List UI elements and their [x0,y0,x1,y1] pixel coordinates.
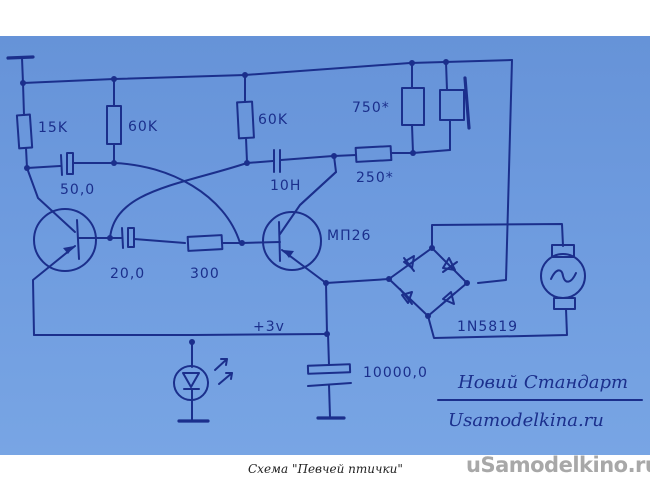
wire [411,124,414,154]
wire [333,154,357,157]
label-c4: 10000,0 [363,365,428,381]
light-emission-icon [214,358,233,385]
q1-collector-wire [26,167,76,233]
label-c2: 10H [270,178,301,194]
diode-icon [399,288,413,305]
label-supply: +3v [253,319,285,335]
wire [328,384,331,418]
wire [327,333,330,366]
wire [325,282,328,335]
wire [280,155,334,161]
generator-top-brush [551,244,575,258]
wire [477,59,513,284]
speaker-diaphragm [463,76,471,130]
resistor-r2 [106,105,122,145]
signature-line2: Usamodelkina.ru [448,410,604,431]
wire [246,160,274,164]
wire [133,238,186,244]
label-r4: 750* [352,100,390,116]
ac-wave-icon [550,269,577,283]
label-c3: 20,0 [110,266,145,282]
transistor-q1-base-bar [76,219,80,260]
cross-wire [109,162,248,239]
diode-icon [440,291,456,306]
capacitor-c1-plate [66,152,74,175]
capacitor-c3-plate [127,227,135,248]
diagram-caption: Схема "Певчей птички" [248,462,403,476]
wire [245,137,248,163]
resistor-r3 [236,100,255,140]
transistor-q2-base-bar [278,221,281,262]
watermark-logo: uSamodelkino.ru [466,453,650,477]
wire [25,147,28,169]
supply-rail-wire [33,333,328,336]
wire [427,308,568,339]
wire [412,149,451,154]
q1-emitter-wire [32,245,76,336]
capacitor-plate [60,154,63,176]
label-r1: 15K [38,120,68,136]
resistor-r1 [15,113,34,150]
wire [22,82,25,116]
diode-icon [403,255,415,272]
wire [325,278,390,284]
label-c1: 50,0 [60,182,95,198]
top-rail-wire [22,59,513,84]
emitter-arrow-icon [63,246,74,254]
label-r2: 60K [128,119,158,135]
diode-icon [442,257,458,273]
wire [26,165,61,169]
cross-wire [113,162,241,244]
label-bridge: 1N5819 [457,319,518,335]
label-r6: 300 [190,266,220,282]
capacitor-plate [121,227,124,249]
resistor-r5 [354,145,393,163]
transistor-q1 [33,208,97,272]
wire [21,57,24,84]
speaker [439,89,465,121]
negative-terminal-bar [6,55,35,60]
label-r5: 250* [356,170,394,186]
wire [445,61,448,91]
generator-bottom-brush [553,297,576,310]
transistor-q2 [262,211,322,271]
q2-collector-wire [279,171,337,235]
resistor-r6 [186,234,224,252]
label-q2: МП26 [327,228,371,244]
emitter-arrow-icon [283,250,294,258]
led-triangle-icon [182,372,200,388]
label-r3: 60K [258,112,288,128]
wire [241,241,281,244]
capacitor-c4-plate [306,363,352,375]
diode-bridge [388,247,468,317]
wire [431,223,564,249]
signature-line1: Новий Стандарт [457,372,628,393]
wire [333,155,337,173]
resistor-r4 [401,87,425,126]
